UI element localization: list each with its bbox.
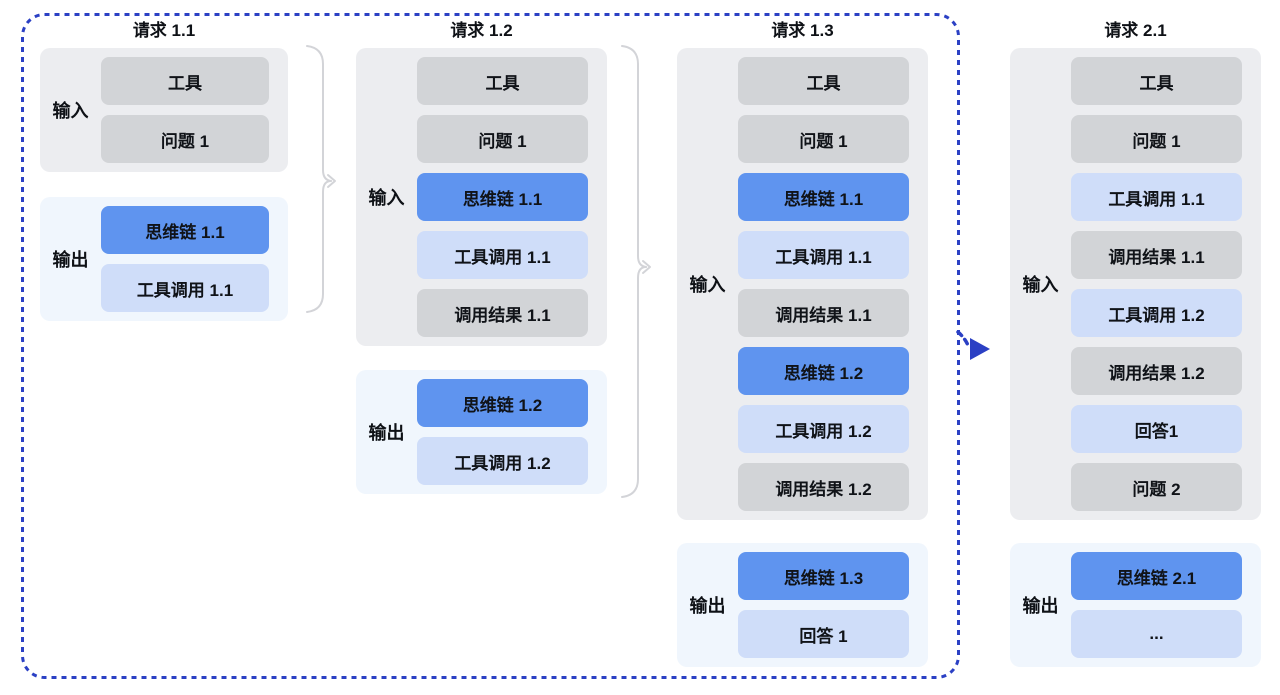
request-column-request-1-3: 请求 1.3 输入 工具问题 1 思维链 1.1 工具调用 1.1 调用结果 1.1 思维链… xyxy=(677,20,928,667)
input-label: 输入 xyxy=(1022,275,1059,295)
box-question-1: 问题 1 xyxy=(1071,115,1242,163)
output-boxes: 思维链 2.1... xyxy=(1071,552,1242,658)
output-group: 输出思维链 2.1... xyxy=(1010,543,1261,667)
box-tool: 工具 xyxy=(417,57,588,105)
box-tool-call-1-1: 工具调用 1.1 xyxy=(101,264,269,312)
output-boxes: 思维链 1.2 工具调用 1.2 xyxy=(417,379,588,485)
box-cot-2-1: 思维链 2.1 xyxy=(1071,552,1242,600)
box-answer-1: 回答1 xyxy=(1071,405,1242,453)
box-tool-call-1-1: 工具调用 1.1 xyxy=(738,231,909,279)
box-call-result-1-1: 调用结果 1.1 xyxy=(738,289,909,337)
box-cot-1-1: 思维链 1.1 xyxy=(101,206,269,254)
output-group: 输出思维链 1.3 回答 1 xyxy=(677,543,928,667)
input-group: 输入 工具问题 1 思维链 1.1 工具调用 1.1 调用结果 1.1 xyxy=(356,48,607,346)
request-column-request-1-2: 请求 1.2 输入 工具问题 1 思维链 1.1 工具调用 1.1 调用结果 1.1 输出思… xyxy=(356,20,607,494)
input-boxes: 工具问题 1 工具调用 1.1 调用结果 1.1 工具调用 1.2 调用结果 1.2 回答… xyxy=(1071,57,1242,511)
box-tool-call-1-2: 工具调用 1.2 xyxy=(417,437,588,485)
box-cot-1-1: 思维链 1.1 xyxy=(738,173,909,221)
next-turn-arrow-icon xyxy=(956,330,990,360)
output-label: 输出 xyxy=(689,596,726,616)
box-tool: 工具 xyxy=(101,57,269,105)
output-boxes: 思维链 1.3 回答 1 xyxy=(738,552,909,658)
box-question-1: 问题 1 xyxy=(101,115,269,163)
box-tool-call-1-1: 工具调用 1.1 xyxy=(1071,173,1242,221)
box-question-1: 问题 1 xyxy=(738,115,909,163)
box-call-result-1-1: 调用结果 1.1 xyxy=(417,289,588,337)
input-label: 输入 xyxy=(52,101,89,121)
output-label: 输出 xyxy=(52,250,89,270)
box-tool-call-1-1: 工具调用 1.1 xyxy=(417,231,588,279)
box-cot-1-1: 思维链 1.1 xyxy=(417,173,588,221)
output-group: 输出思维链 1.1 工具调用 1.1 xyxy=(40,197,288,321)
input-label: 输入 xyxy=(689,275,726,295)
input-boxes: 工具问题 1 思维链 1.1 工具调用 1.1 调用结果 1.1 思维链 1.2 工具调用… xyxy=(738,57,909,511)
box-tool-call-1-2: 工具调用 1.2 xyxy=(738,405,909,453)
box-question-1: 问题 1 xyxy=(417,115,588,163)
box-tool: 工具 xyxy=(1071,57,1242,105)
box-cot-1-3: 思维链 1.3 xyxy=(738,552,909,600)
input-group: 输入 工具问题 1 工具调用 1.1 调用结果 1.1 工具调用 1.2 调用结果 1.2… xyxy=(1010,48,1261,520)
merge-brace-1-2-icon xyxy=(306,45,336,313)
output-boxes: 思维链 1.1 工具调用 1.1 xyxy=(101,206,269,312)
box-cot-1-2: 思维链 1.2 xyxy=(738,347,909,395)
box-answer-1: 回答 1 xyxy=(738,610,909,658)
box-cot-1-2: 思维链 1.2 xyxy=(417,379,588,427)
box-call-result-1-2: 调用结果 1.2 xyxy=(738,463,909,511)
request-column-request-2-1: 请求 2.1 输入 工具问题 1 工具调用 1.1 调用结果 1.1 工具调用 1.2 调用… xyxy=(1010,20,1261,667)
box-ellipsis: ... xyxy=(1071,610,1242,658)
request-column-request-1-1: 请求 1.1 输入工具问题 1 输出思维链 1.1 工具调用 1.1 xyxy=(40,20,288,321)
output-label: 输出 xyxy=(1022,596,1059,616)
output-group: 输出思维链 1.2 工具调用 1.2 xyxy=(356,370,607,494)
column-title: 请求 1.3 xyxy=(771,21,834,40)
merge-brace-2-3-icon xyxy=(621,45,651,498)
input-boxes: 工具问题 1 思维链 1.1 工具调用 1.1 调用结果 1.1 xyxy=(417,57,588,337)
output-label: 输出 xyxy=(368,423,405,443)
box-call-result-1-1: 调用结果 1.1 xyxy=(1071,231,1242,279)
box-question-2: 问题 2 xyxy=(1071,463,1242,511)
column-title: 请求 2.1 xyxy=(1104,21,1167,40)
box-call-result-1-2: 调用结果 1.2 xyxy=(1071,347,1242,395)
box-tool-call-1-2: 工具调用 1.2 xyxy=(1071,289,1242,337)
input-group: 输入工具问题 1 xyxy=(40,48,288,172)
input-label: 输入 xyxy=(368,188,405,208)
column-title: 请求 1.2 xyxy=(450,21,513,40)
column-title: 请求 1.1 xyxy=(132,21,196,40)
input-boxes: 工具问题 1 xyxy=(101,57,269,163)
box-tool: 工具 xyxy=(738,57,909,105)
